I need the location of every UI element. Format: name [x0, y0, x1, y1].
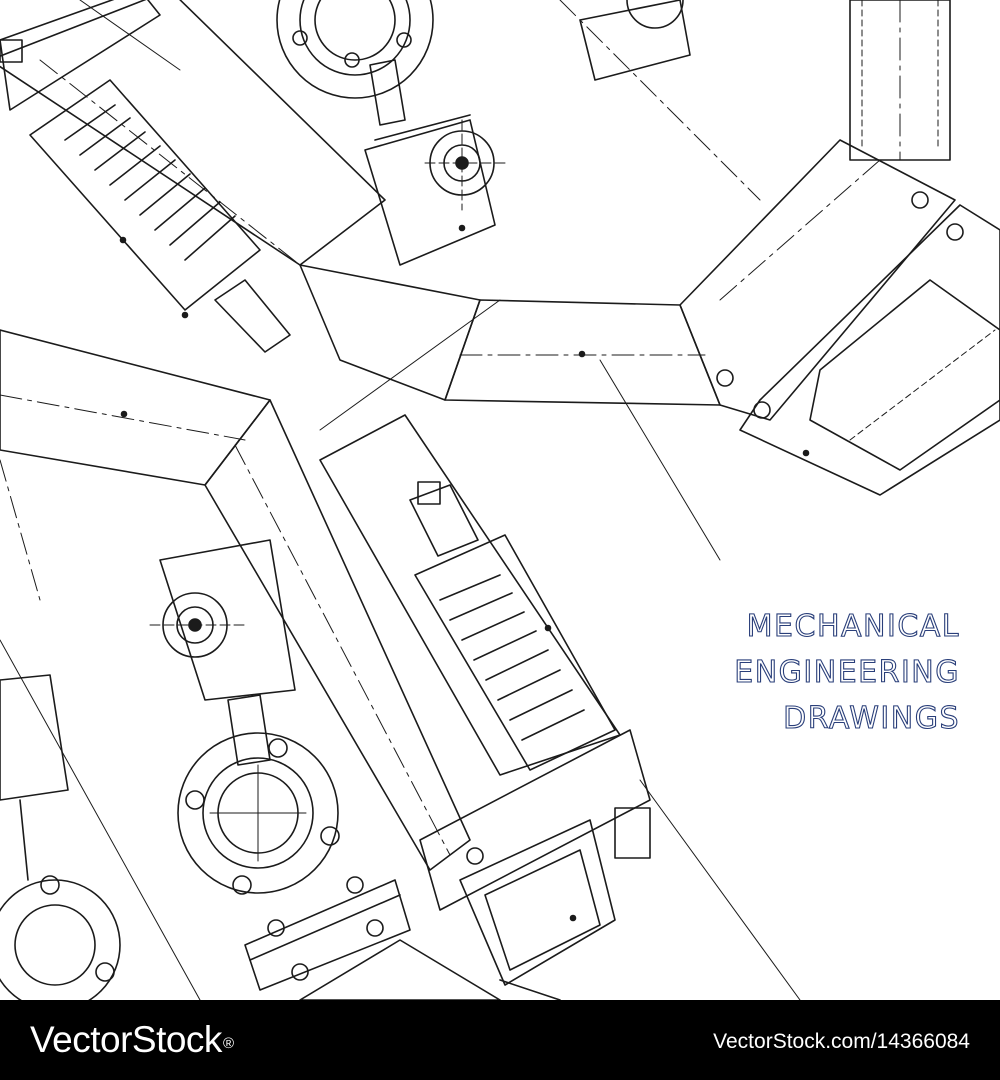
bolt-icon [267, 919, 285, 937]
bolt-icon [95, 962, 115, 982]
bolt-icon [232, 875, 252, 895]
title-line-3: DRAWINGS [783, 700, 960, 736]
bolt-icon [396, 32, 412, 48]
brand-logo[interactable]: VectorStock® [30, 1017, 234, 1063]
bolt-icon [40, 875, 60, 895]
blueprint-canvas [0, 0, 1000, 1000]
motor-housing [459, 819, 616, 986]
construction-lines [0, 0, 721, 601]
watermark-footer: VectorStock® VectorStock.com/14366084 [0, 1000, 1000, 1080]
spring-support [319, 414, 621, 776]
lower-left-valve [0, 639, 201, 1000]
valve-stem [369, 59, 406, 126]
gearbox-housing [739, 204, 1000, 496]
bolt-icon [366, 919, 384, 937]
bolt-icon [185, 790, 205, 810]
lower-valve [149, 539, 340, 895]
bolt-icon [753, 401, 771, 419]
title-line-1: MECHANICAL [746, 608, 960, 644]
spring-housing [414, 534, 616, 771]
actuator-body [0, 674, 69, 801]
spring-housing [29, 79, 261, 311]
valve-stem [227, 694, 271, 766]
flange-clamp [244, 879, 411, 991]
upper-duct-assembly [299, 0, 1000, 496]
title-line-2: ENGINEERING [734, 654, 960, 690]
shaft-coupling [614, 807, 651, 859]
pipe-flange [0, 0, 161, 111]
actuator-body [159, 539, 296, 701]
gearbox-panel [809, 279, 1000, 471]
bolt-icon [291, 963, 309, 981]
spring-nut [214, 279, 291, 353]
middle-duct [0, 329, 621, 871]
spring-nut [409, 484, 479, 557]
registered-mark: ® [222, 1035, 234, 1052]
lower-base [244, 729, 801, 1000]
pipe-body [0, 0, 386, 266]
valve-flange [0, 879, 121, 1000]
bolt-icon [946, 223, 964, 241]
upper-spring-assembly [0, 0, 386, 353]
valve-flange [177, 732, 339, 894]
coil-spring [64, 104, 236, 261]
bolt-icon [466, 847, 484, 865]
bolt-icon [292, 30, 308, 46]
engineering-drawing: MECHANICAL ENGINEERING DRAWINGS [0, 0, 1000, 1000]
duct-elbow [679, 139, 956, 421]
brand-name: VectorStock [30, 1019, 222, 1060]
duct-section-left [0, 329, 271, 486]
bolt-icon [911, 191, 929, 209]
support-bracket [299, 939, 501, 1000]
drawing-title-block: MECHANICAL ENGINEERING DRAWINGS [640, 604, 960, 742]
coil-spring [439, 574, 585, 741]
bolt-icon [346, 876, 364, 894]
upper-valve [276, 0, 691, 266]
bolt-icon [268, 738, 288, 758]
valve-flange [276, 0, 434, 99]
actuator-body [364, 119, 496, 266]
duct-section-diagonal [204, 399, 471, 871]
image-id-link[interactable]: VectorStock.com/14366084 [713, 1030, 970, 1053]
bolt-icon [344, 52, 360, 68]
top-actuator [579, 0, 691, 81]
middle-spring [409, 481, 616, 771]
bolt-icon [716, 369, 734, 387]
bolt-icon [0, 39, 23, 63]
bolt-icon [320, 826, 340, 846]
base-plate [419, 729, 651, 911]
bolt-icon [417, 481, 441, 505]
